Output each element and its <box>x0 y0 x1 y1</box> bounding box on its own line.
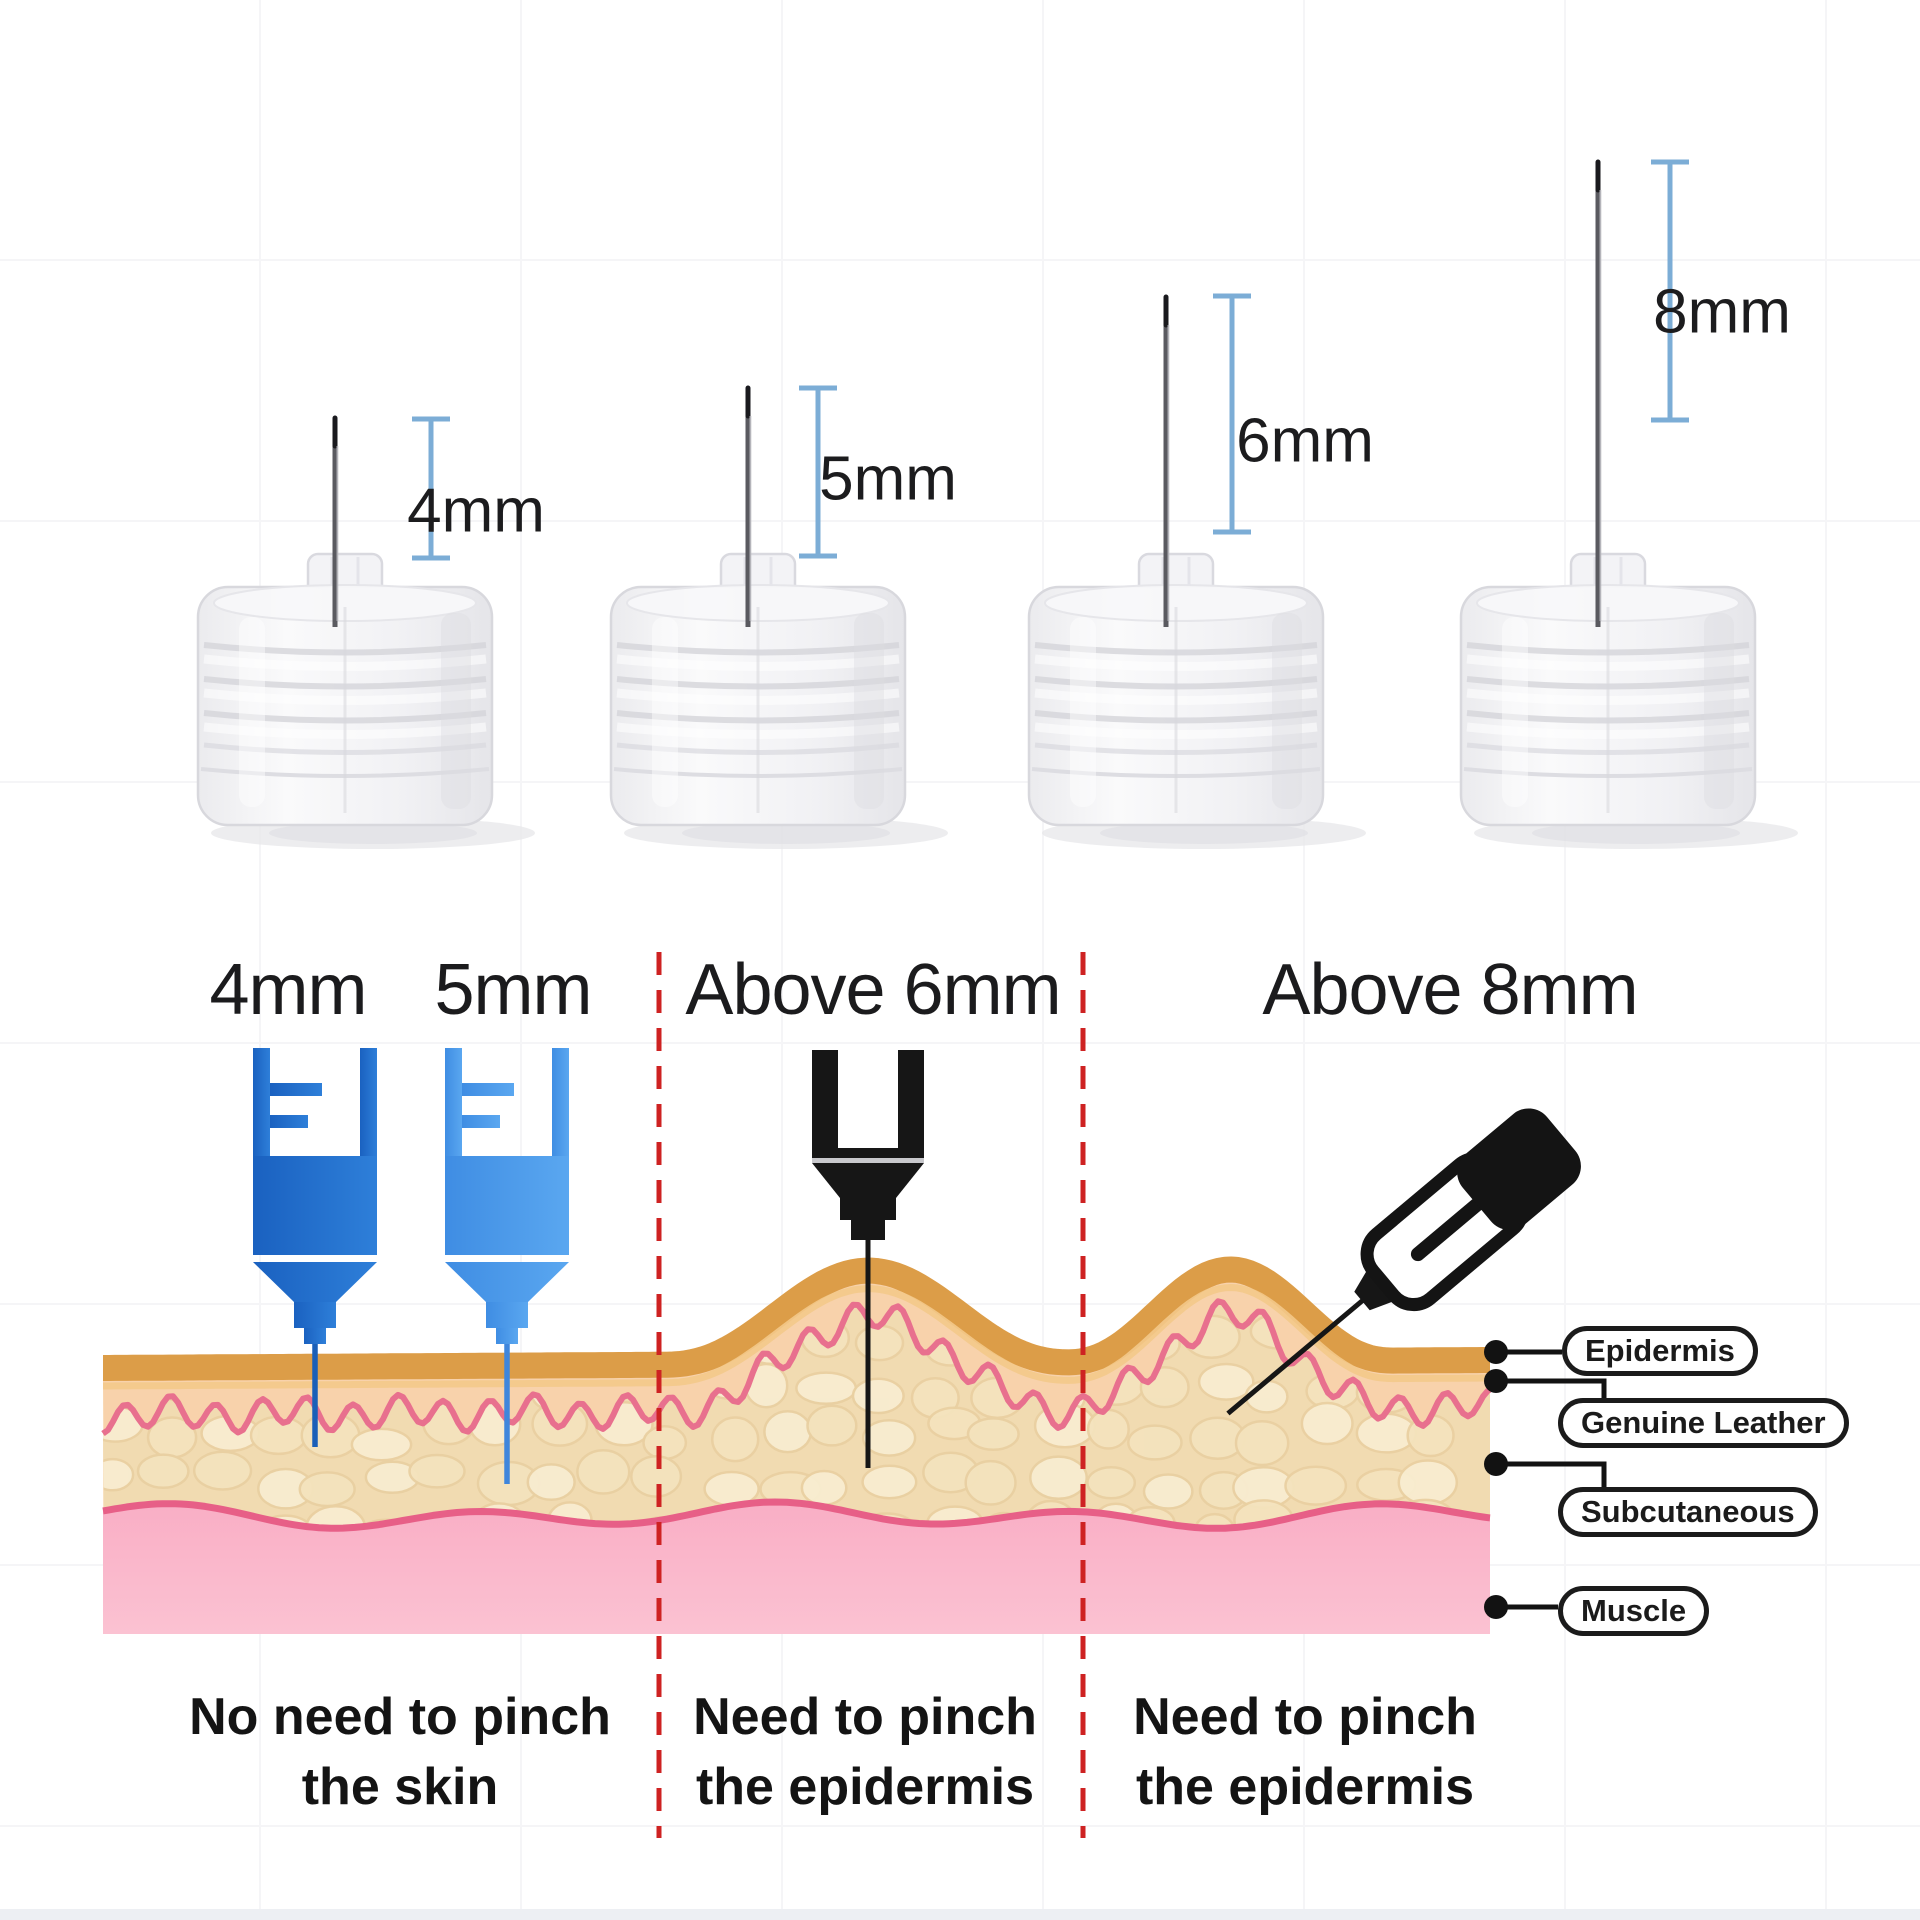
zone-label-above-6mm: Above 6mm <box>685 950 1061 1030</box>
measurement-line <box>412 416 450 561</box>
caption-pinch-6mm: Need to pinch the epidermis <box>693 1682 1037 1822</box>
needle-cap-unit-5mm <box>611 385 948 849</box>
layer-callout-connectors <box>1496 1349 1607 1610</box>
callout-label: Genuine Leather <box>1581 1405 1826 1440</box>
skin-cross-section <box>101 1256 1493 1634</box>
zone-dividers <box>656 952 1086 1838</box>
callout-label: Epidermis <box>1585 1333 1735 1368</box>
image-bottom-strip <box>0 1909 1920 1920</box>
zone-label-5mm: 5mm <box>434 950 593 1030</box>
needle-cap <box>198 554 535 849</box>
caption-line: the epidermis <box>695 1758 1035 1816</box>
needle-size-label-4mm: 4mm <box>407 476 545 546</box>
measurement-line <box>799 385 837 559</box>
insulin-pen-8mm <box>1226 1108 1581 1416</box>
zone-label-above-8mm: Above 8mm <box>1262 950 1638 1030</box>
needle-cap-unit-8mm <box>1461 159 1798 849</box>
pen-needle-hub-6mm <box>812 1050 924 1468</box>
zone-label-4mm: 4mm <box>209 950 368 1030</box>
callout-label: Muscle <box>1581 1593 1687 1628</box>
callout-genuine-leather: Genuine Leather <box>1558 1398 1849 1448</box>
caption-pinch-8mm: Need to pinch the epidermis <box>1133 1682 1477 1822</box>
caption-no-pinch: No need to pinch the skin <box>189 1682 611 1822</box>
caption-line: No need to pinch <box>189 1688 611 1746</box>
needle-size-label-5mm: 5mm <box>819 444 957 514</box>
needle-cap <box>611 554 948 849</box>
callout-label: Subcutaneous <box>1581 1494 1795 1529</box>
measurement-line <box>1213 293 1251 535</box>
needle-size-label-6mm: 6mm <box>1236 406 1374 476</box>
callout-epidermis: Epidermis <box>1562 1326 1758 1376</box>
layer-callout-dots <box>1484 1340 1508 1619</box>
syringe-4mm <box>253 1048 377 1447</box>
needle-cap-unit-4mm <box>198 415 535 849</box>
needle-cap <box>1461 554 1798 849</box>
callout-muscle: Muscle <box>1558 1586 1710 1636</box>
needle-size-label-8mm: 8mm <box>1653 277 1791 347</box>
caption-line: the epidermis <box>1135 1758 1475 1816</box>
needle-cap-row <box>198 159 1798 849</box>
caption-line: Need to pinch <box>693 1688 1037 1746</box>
caption-line: Need to pinch <box>1133 1688 1477 1746</box>
needle-cap <box>1029 554 1366 849</box>
syringe-5mm <box>445 1048 569 1484</box>
callout-subcutaneous: Subcutaneous <box>1558 1487 1818 1537</box>
needle-cap-unit-6mm <box>1029 293 1366 849</box>
caption-line: the skin <box>301 1758 499 1816</box>
measurement-line <box>1651 159 1689 423</box>
